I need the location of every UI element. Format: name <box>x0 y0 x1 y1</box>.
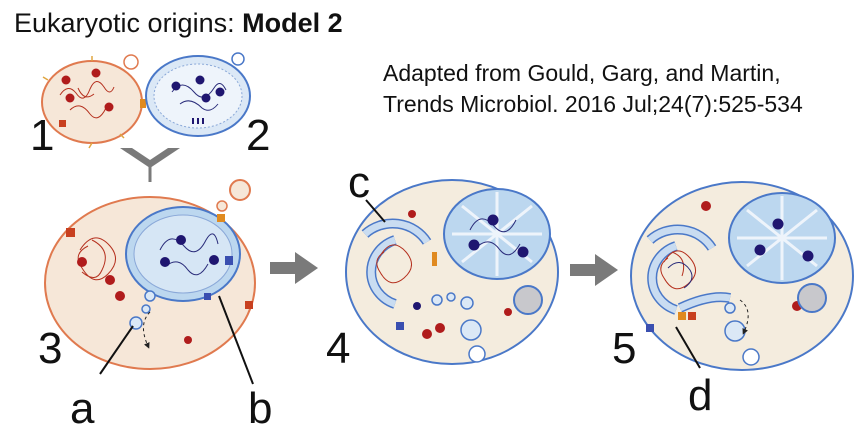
pointer-d <box>675 326 701 369</box>
step-2-label: 2 <box>246 111 270 160</box>
step-3-label: 3 <box>38 324 62 373</box>
step-4-label: 4 <box>326 324 350 373</box>
cell-4 <box>345 179 559 365</box>
pointer-b <box>218 295 254 385</box>
callout-a: a <box>70 384 95 433</box>
step-1-label: 1 <box>30 111 54 160</box>
callout-c: c <box>348 158 370 207</box>
cell-5 <box>630 181 854 371</box>
callout-d: d <box>688 371 712 420</box>
cell-2-archaeon <box>145 52 251 137</box>
diagram-title: Eukaryotic origins: Model 2 <box>14 8 343 39</box>
cell-3 <box>44 179 256 370</box>
step-5-label: 5 <box>612 324 636 373</box>
arrow-4-to-5 <box>570 254 618 286</box>
citation-line-1: Adapted from Gould, Garg, and Martin, <box>383 60 781 86</box>
callout-b: b <box>248 384 272 433</box>
citation: Adapted from Gould, Garg, and Martin, Tr… <box>383 58 803 120</box>
arrow-3-to-4 <box>270 252 318 284</box>
pointer-c <box>365 199 386 223</box>
title-model: Model 2 <box>242 8 343 38</box>
merge-arrow <box>120 148 180 168</box>
cell-1-bacterium <box>41 54 146 149</box>
title-prefix: Eukaryotic origins: <box>14 8 243 38</box>
pointer-a <box>99 325 134 375</box>
citation-line-2: Trends Microbiol. 2016 Jul;24(7):525-534 <box>383 91 803 117</box>
